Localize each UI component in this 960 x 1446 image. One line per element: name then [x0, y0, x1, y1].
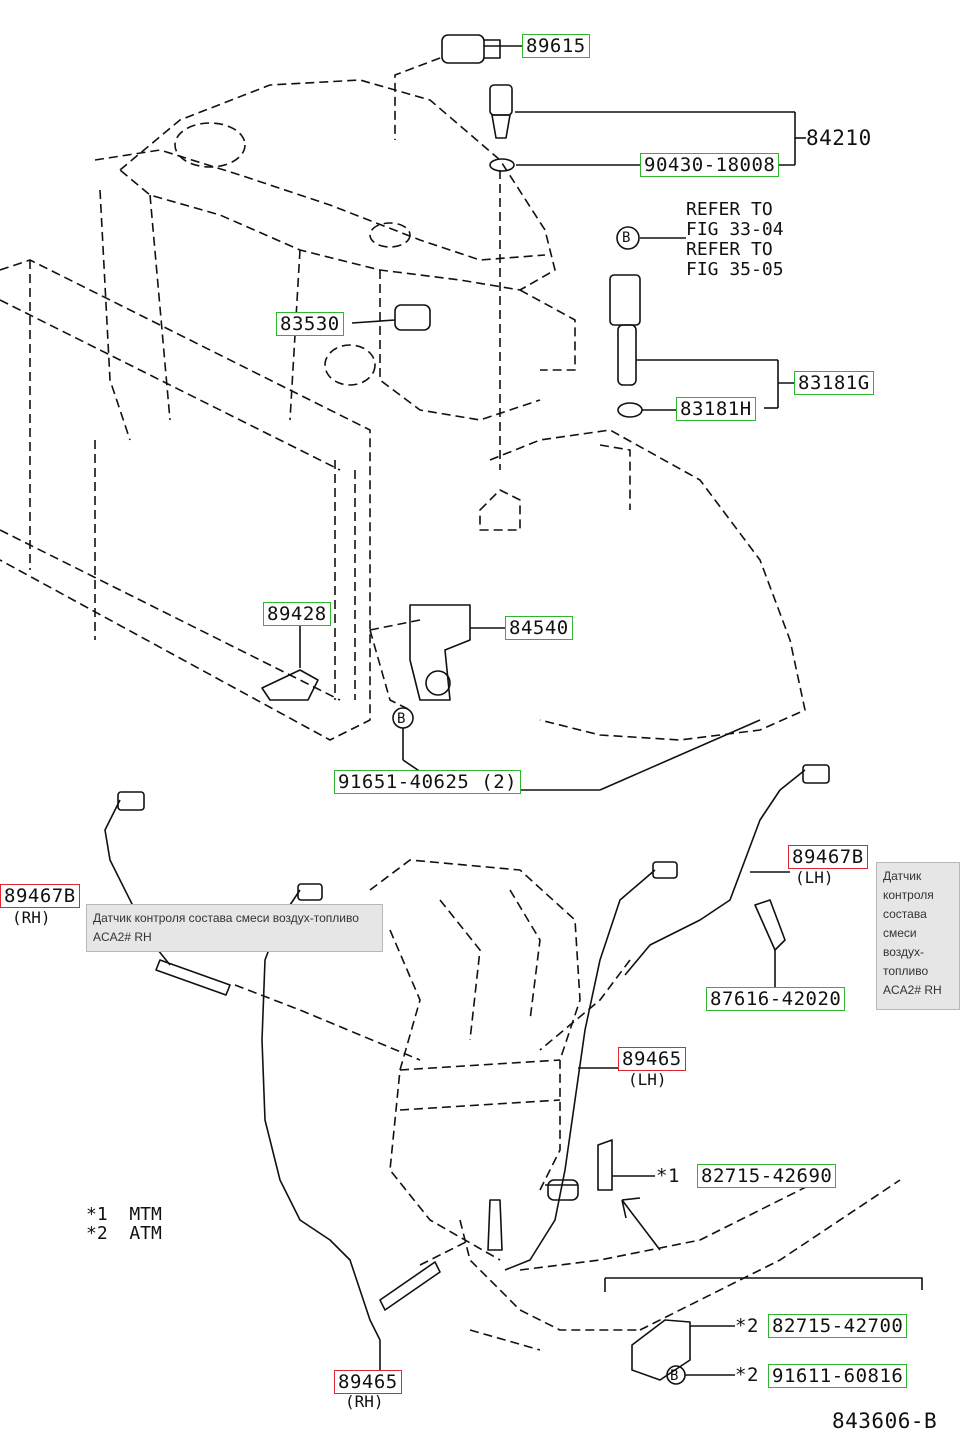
part-89615[interactable]: 89615	[522, 34, 590, 58]
part-83181h[interactable]: 83181H	[676, 397, 756, 421]
mark-star2-b: *2	[735, 1364, 759, 1386]
part-84210[interactable]: 84210	[806, 126, 872, 150]
side-lh-89465: (LH)	[628, 1070, 667, 1089]
part-91611-60816[interactable]: 91611-60816	[768, 1364, 908, 1388]
part-89465-lh[interactable]: 89465	[618, 1047, 686, 1071]
circle-b-91611: B	[670, 1368, 679, 1384]
tooltip-lh: Датчик контроля состава смеси воздух-топ…	[876, 862, 960, 1010]
tooltip-rh: Датчик контроля состава смеси воздух-топ…	[86, 904, 383, 952]
part-89467b-rh[interactable]: 89467B	[0, 884, 80, 908]
part-87616-42020[interactable]: 87616-42020	[706, 987, 846, 1011]
part-82715-42700[interactable]: 82715-42700	[768, 1314, 908, 1338]
refer-line-4: FIG 35-05	[686, 259, 784, 280]
legend-mtm: *1 MTM	[86, 1204, 162, 1225]
circle-b-refer: B	[622, 230, 631, 246]
figure-code: 843606-B	[832, 1409, 938, 1433]
part-90430-18008[interactable]: 90430-18008	[640, 153, 780, 177]
mark-star2-a: *2	[735, 1315, 759, 1337]
refer-line-2: FIG 33-04	[686, 219, 784, 240]
refer-line-1: REFER TO	[686, 199, 773, 220]
part-89428[interactable]: 89428	[263, 602, 331, 626]
part-84540[interactable]: 84540	[505, 616, 573, 640]
part-83530[interactable]: 83530	[276, 312, 344, 336]
side-rh-89465: (RH)	[345, 1392, 384, 1411]
part-89465-rh[interactable]: 89465	[334, 1370, 402, 1394]
circle-b-bolt: B	[397, 711, 406, 727]
part-82715-42690[interactable]: 82715-42690	[697, 1164, 837, 1188]
side-rh-89467b: (RH)	[12, 908, 51, 927]
part-83181g[interactable]: 83181G	[794, 371, 874, 395]
part-89467b-lh[interactable]: 89467B	[788, 845, 868, 869]
part-91651-40625[interactable]: 91651-40625 (2)	[334, 770, 522, 794]
legend-atm: *2 ATM	[86, 1223, 162, 1244]
refer-line-3: REFER TO	[686, 239, 773, 260]
side-lh-89467b: (LH)	[795, 868, 834, 887]
mark-star1: *1	[656, 1165, 680, 1187]
